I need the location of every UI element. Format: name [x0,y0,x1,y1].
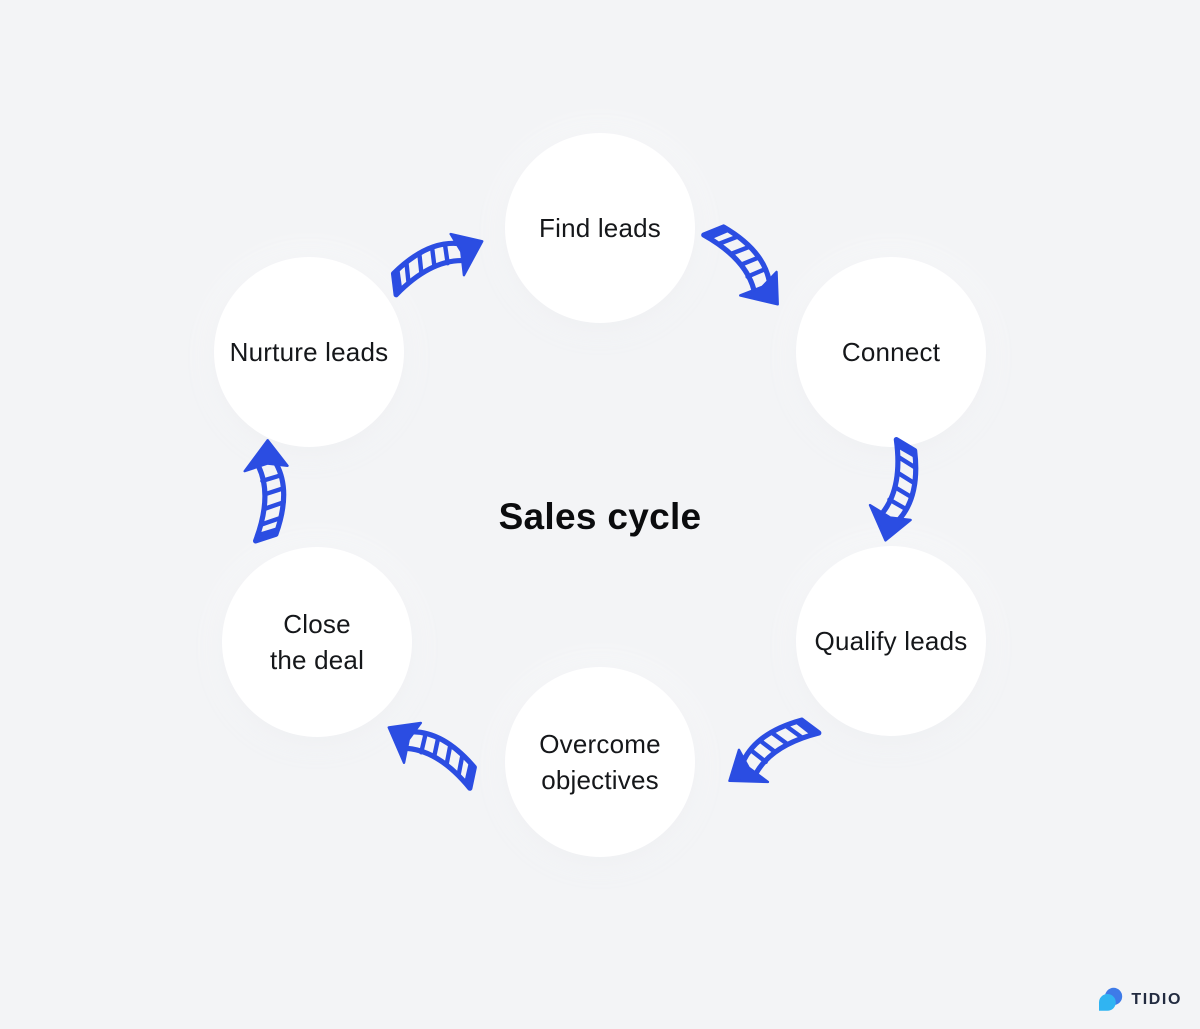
node-nurture-leads: Nurture leads [214,257,404,447]
tidio-logo: TIDIO [1098,987,1182,1012]
node-find-leads: Find leads [505,133,695,323]
arrow-nurture-to-find-icon [378,218,497,307]
node-label: Overcome [539,728,661,759]
node-label: Nurture leads [229,336,389,367]
node-label: Connect [841,336,941,367]
tidio-logo-icon [1099,987,1123,1011]
node-connect: Connect [796,257,986,447]
node-label-line2: objectives [541,765,659,795]
node-label: Close [283,608,351,639]
node-overcome-objectives: Overcome objectives [505,667,695,857]
node-label-line2: the deal [269,645,365,675]
diagram-title: Sales cycle [498,496,702,537]
arrow-close-to-nurture-icon [235,435,300,545]
arrow-overcome-to-close-icon [372,704,492,800]
node-label: Qualify leads [814,625,968,656]
arrow-find-to-connect-icon [693,207,800,326]
arrow-qualify-to-overcome-icon [711,696,828,807]
node-label: Find leads [539,212,661,243]
node-qualify-leads: Qualify leads [796,546,986,736]
node-close-the-deal: Close the deal [222,547,412,737]
tidio-logo-text: TIDIO [1131,990,1182,1008]
